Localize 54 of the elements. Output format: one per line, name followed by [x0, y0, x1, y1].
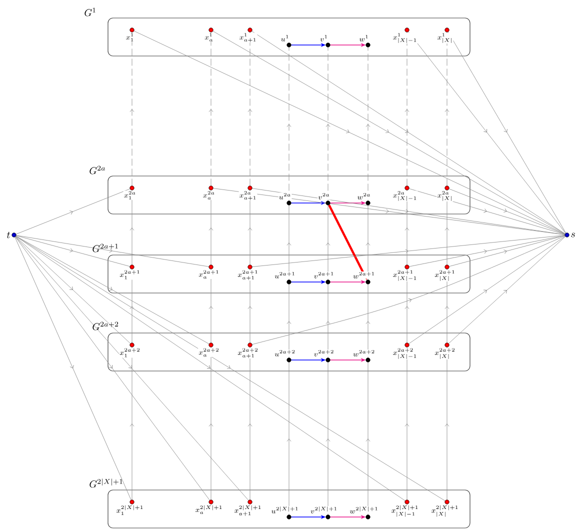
vertex-label: $x_{a+1}^{2a}$	[238, 190, 258, 201]
vertex-label: $x_{|X|}^{2a+1}$	[434, 270, 456, 282]
vertex-label: $s$	[571, 232, 575, 238]
vertex-label: $x_{a+1}^{2a+2}$	[237, 348, 259, 359]
vertex-label: $x_{a+1}^{1}$	[238, 32, 258, 43]
vertex-label: $u^{2a}$	[278, 192, 292, 200]
vertex-label: $x_{a+1}^{2a+1}$	[237, 270, 259, 281]
graph-label: $G^{2a+2}$	[92, 322, 118, 330]
vertex-label: $x_{|X|-1}^{2a+1}$	[392, 270, 418, 282]
vertex-label: $x_{|X|-1}^{2a}$	[392, 190, 418, 202]
vertex-label: $x_{1}^{2a+1}$	[119, 270, 141, 280]
graph-label: $G^{2a}$	[90, 166, 106, 174]
vertex-label: $u^{1}$	[280, 34, 290, 42]
vertex-label: $w^{2a+2}$	[352, 349, 376, 357]
vertex-label: $x_{a}^{1}$	[204, 32, 214, 42]
vertex-label: $x_{1}^{1}$	[125, 32, 135, 42]
graph-label: $G^{2|X|+1}$	[90, 478, 122, 488]
vertex-label: $u^{2a+1}$	[274, 271, 296, 279]
vertex-label: $t$	[6, 232, 10, 238]
vertex-label: $x_{a}^{2|X|+1}$	[194, 504, 224, 514]
vertex-label: $x_{1}^{2a}$	[123, 190, 137, 200]
graph-label: $G^{2a+1}$	[92, 244, 118, 252]
vertex-label: $x_{|X|}^{2|X|+1}$	[430, 504, 460, 518]
vertex-label: $x_{|X|-1}^{2|X|+1}$	[390, 504, 420, 518]
graph-box	[108, 254, 470, 294]
graph-box	[108, 332, 470, 372]
graph-box	[108, 18, 470, 56]
graph-label: $G^{1}$	[84, 8, 96, 16]
vertex-label: $w^{1}$	[358, 34, 370, 42]
vertex-label: $v^{2|X|+1}$	[310, 506, 338, 514]
vertex-label: $w^{2a+1}$	[352, 271, 376, 279]
vertex-label: $x_{|X|}^{2a}$	[436, 190, 454, 202]
vertex-label: $v^{2a+1}$	[313, 271, 335, 279]
vertex-label: $x_{|X|-1}^{1}$	[392, 32, 418, 44]
vertex-label: $v^{2a}$	[318, 192, 331, 200]
vertex-label: $x_{|X|-1}^{2a+2}$	[392, 348, 418, 360]
vertex-label: $u^{2a+2}$	[274, 349, 296, 357]
vertex-label: $w^{2a}$	[356, 192, 372, 200]
graph-box	[108, 176, 470, 214]
node-label: $v^{2|X|+1}$	[310, 506, 336, 514]
vertex-label: $x_{a}^{2a+2}$	[198, 348, 220, 358]
graph-box	[108, 490, 470, 528]
vertex-label: $x_{1}^{2a+2}$	[119, 348, 141, 358]
vertex-label: $x_{|X|}^{2a+2}$	[434, 348, 456, 360]
vertex-label: $x_{|X|}^{1}$	[436, 32, 454, 44]
vertex-label: $x_{a}^{2a+1}$	[198, 270, 220, 280]
vertex-label: $x_{1}^{2|X|+1}$	[116, 504, 144, 516]
vertex-label: $x_{a}^{2a}$	[202, 190, 216, 200]
vertex-label: $w^{2|X|+1}$	[349, 506, 379, 514]
vertex-label: $u^{2|X|+1}$	[270, 506, 300, 514]
vertex-label: $x_{a+1}^{2|X|+1}$	[234, 504, 262, 516]
node-label: $u^{2a+1}$	[274, 272, 294, 278]
vertex-label: $v^{2a+2}$	[313, 349, 335, 357]
vertex-label: $v^{1}$	[319, 34, 329, 42]
